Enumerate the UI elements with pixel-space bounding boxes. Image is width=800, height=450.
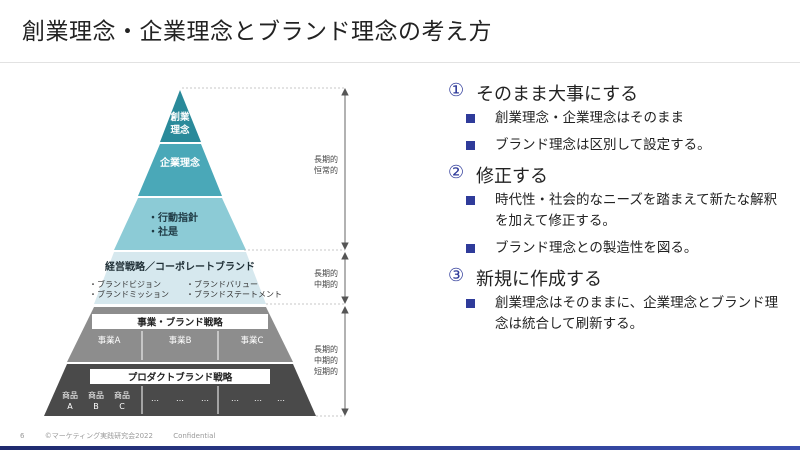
tier3-line1: ・行動指針 (148, 211, 198, 224)
time-brackets (341, 87, 349, 417)
tier6-ellipsis: … (254, 394, 262, 403)
tier1-line2: 理念 (170, 124, 190, 136)
approach-list: ① そのまま大事にする 創業理念・企業理念はそのまま ブランド理念は区別して設定… (448, 78, 788, 341)
tier4-item-mission: ・ブランドミッション (89, 289, 169, 299)
tier6-ellipsis: … (151, 394, 159, 403)
tier6-ellipsis: … (231, 394, 239, 403)
point-2-title: 修正する (476, 166, 548, 187)
pyramid-tier-management (94, 252, 266, 304)
tier6-ellipsis: … (176, 394, 184, 403)
bullet-text: ブランド理念との製造性を図る。 (495, 240, 698, 256)
pyramid-tier-corporate (138, 144, 222, 196)
tier5-title: 事業・ブランド戦略 (137, 317, 223, 329)
square-bullet-icon (466, 299, 475, 308)
tier3-line2: ・社是 (148, 225, 178, 238)
pyramid-tier-founding (160, 90, 201, 142)
bullet-text: ブランド理念は区別して設定する。 (495, 137, 711, 153)
square-bullet-icon (466, 141, 475, 150)
tier6-product-c-line1: 商品 (114, 390, 130, 400)
tier6-product-c-line2: C (119, 402, 125, 411)
bracket1-line1: 長期的 (314, 154, 338, 164)
page-number: 6 (20, 432, 25, 440)
point-3-title: 新規に作成する (476, 269, 602, 290)
point-2-heading: ② 修正する (448, 162, 788, 188)
tier6-product-a-line2: A (67, 402, 73, 411)
tier5-title-box (92, 314, 268, 329)
point-3-number: ③ (448, 265, 465, 286)
bracket2-line1: 長期的 (314, 268, 338, 278)
bracket3-line3: 短期的 (314, 366, 338, 376)
square-bullet-icon (466, 114, 475, 123)
point-3-heading: ③ 新規に作成する (448, 265, 788, 291)
tier6-product-b-line1: 商品 (88, 390, 104, 400)
bullet-text: 創業理念はそのままに、企業理念とブランド理念は統合して刷新する。 (495, 295, 779, 332)
point-2-bullet-1: 時代性・社会的なニーズを踏まえて新たな解釈を加えて修正する。 (466, 190, 788, 232)
tier6-title: プロダクトブランド戦略 (128, 372, 233, 384)
point-2-bullet-2: ブランド理念との製造性を図る。 (466, 238, 788, 259)
pyramid-tier-guidelines (114, 198, 246, 250)
point-1-bullet-1: 創業理念・企業理念はそのまま (466, 108, 788, 129)
tier6-title-box (90, 369, 270, 384)
point-1-bullet-2: ブランド理念は区別して設定する。 (466, 135, 788, 156)
bracket3-line1: 長期的 (314, 344, 338, 354)
tier4-title: 経営戦略／コーポレートブランド (105, 260, 255, 273)
bracket1-line2: 恒常的 (314, 165, 338, 175)
guide-lines (182, 87, 345, 417)
bottom-accent-bar (0, 446, 800, 450)
tier5-cell-b: 事業B (169, 335, 192, 346)
square-bullet-icon (466, 196, 475, 205)
tier1-line1: 創業 (169, 111, 190, 123)
point-3-bullet-1: 創業理念はそのままに、企業理念とブランド理念は統合して刷新する。 (466, 293, 788, 335)
copyright-text: ©マーケティング実践研究会2022 (44, 432, 153, 440)
bracket2-line2: 中期的 (314, 279, 338, 289)
square-bullet-icon (466, 244, 475, 253)
tier6-product-a-line1: 商品 (62, 390, 78, 400)
bullet-text: 時代性・社会的なニーズを踏まえて新たな解釈を加えて修正する。 (495, 192, 778, 229)
point-1-title: そのまま大事にする (476, 84, 639, 105)
slide-footer: 6 ©マーケティング実践研究会2022 Confidential (20, 431, 233, 441)
bullet-text: 創業理念・企業理念はそのまま (495, 110, 684, 126)
title-divider (0, 62, 800, 63)
tier5-cell-a: 事業A (98, 335, 121, 346)
confidential-label: Confidential (173, 432, 216, 440)
point-2-number: ② (448, 162, 465, 183)
bracket3-line2: 中期的 (314, 355, 338, 365)
tier4-item-vision: ・ブランドビジョン (89, 279, 161, 289)
tier6-product-b-line2: B (93, 402, 99, 411)
slide-title: 創業理念・企業理念とブランド理念の考え方 (22, 19, 492, 45)
tier6-ellipsis: … (277, 394, 285, 403)
point-1-number: ① (448, 80, 465, 101)
tier5-cell-c: 事業C (241, 335, 264, 346)
tier2-label: 企業理念 (159, 156, 200, 169)
tier4-item-value: ・ブランドバリュー (186, 279, 258, 289)
tier6-ellipsis: … (201, 394, 209, 403)
tier4-item-statement: ・ブランドステートメント (186, 289, 282, 299)
point-1-heading: ① そのまま大事にする (448, 80, 788, 106)
